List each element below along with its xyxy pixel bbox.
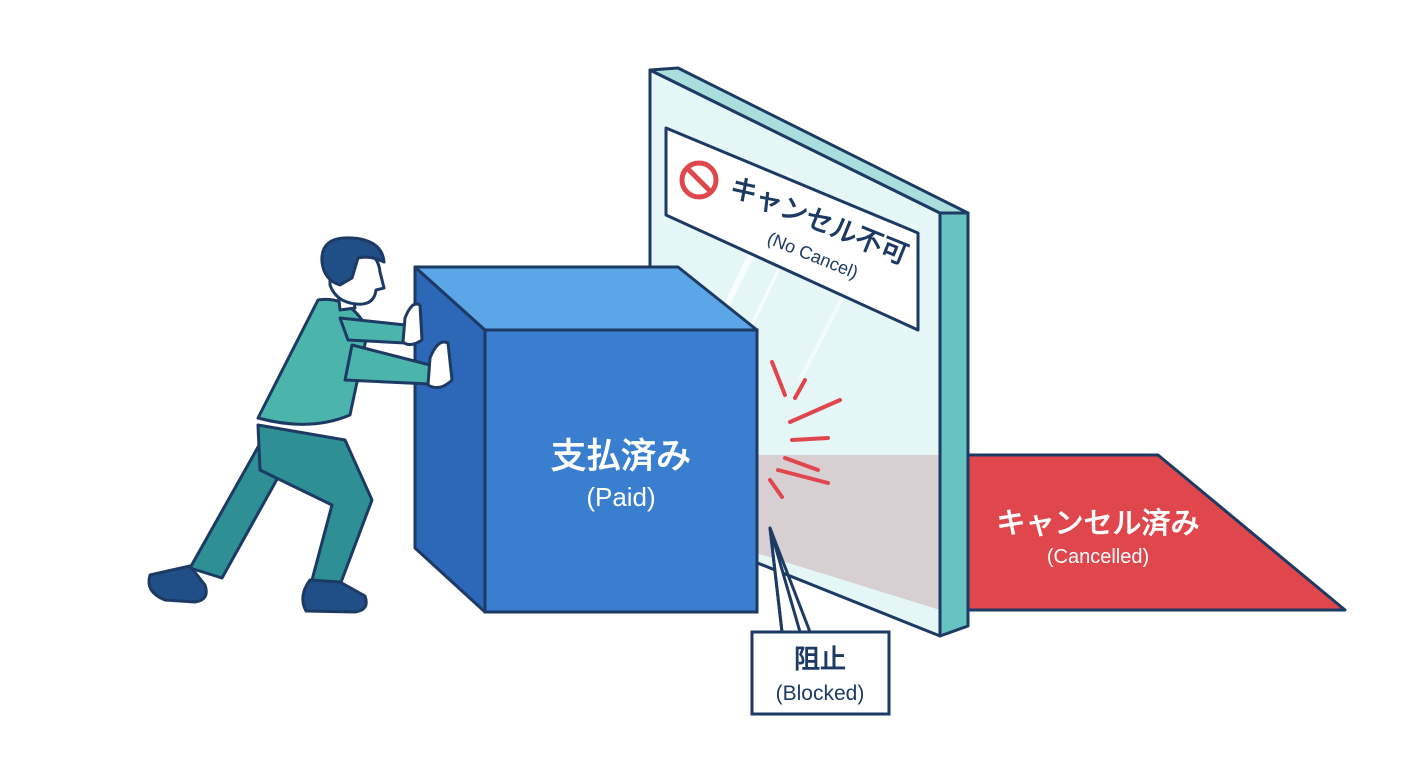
person-pushing: [147, 236, 454, 614]
person-front-hand: [426, 340, 454, 390]
cancelled-area: キャンセル済み (Cancelled): [953, 453, 1347, 612]
impact-burst: [768, 360, 842, 499]
paid-label-en: (Paid): [586, 482, 655, 512]
callout-label-jp: 阻止: [794, 645, 846, 675]
cancelled-label-jp: キャンセル済み: [996, 506, 1199, 540]
person-hair: [320, 236, 386, 287]
paid-box-front: [483, 328, 759, 614]
prohibited-icon: [679, 160, 719, 200]
paid-label-jp: 支払済み: [551, 437, 691, 477]
person-back-arm: [338, 316, 407, 345]
person-front-leg: [256, 423, 374, 587]
person-front-shoe: [301, 578, 368, 614]
person-back-hand: [401, 302, 424, 347]
no-cancel-sign: キャンセル不可 (No Cancel): [664, 126, 920, 332]
cancelled-label-en: (Cancelled): [1047, 546, 1149, 568]
glass-side-edge: [938, 211, 970, 638]
blocked-callout: 阻止 (Blocked): [750, 526, 891, 716]
person-back-shoe: [147, 564, 208, 604]
callout-label-en: (Blocked): [776, 682, 865, 705]
paid-box: 支払済み (Paid): [413, 265, 759, 614]
sign-panel: [664, 126, 920, 332]
callout-box: [750, 630, 891, 716]
